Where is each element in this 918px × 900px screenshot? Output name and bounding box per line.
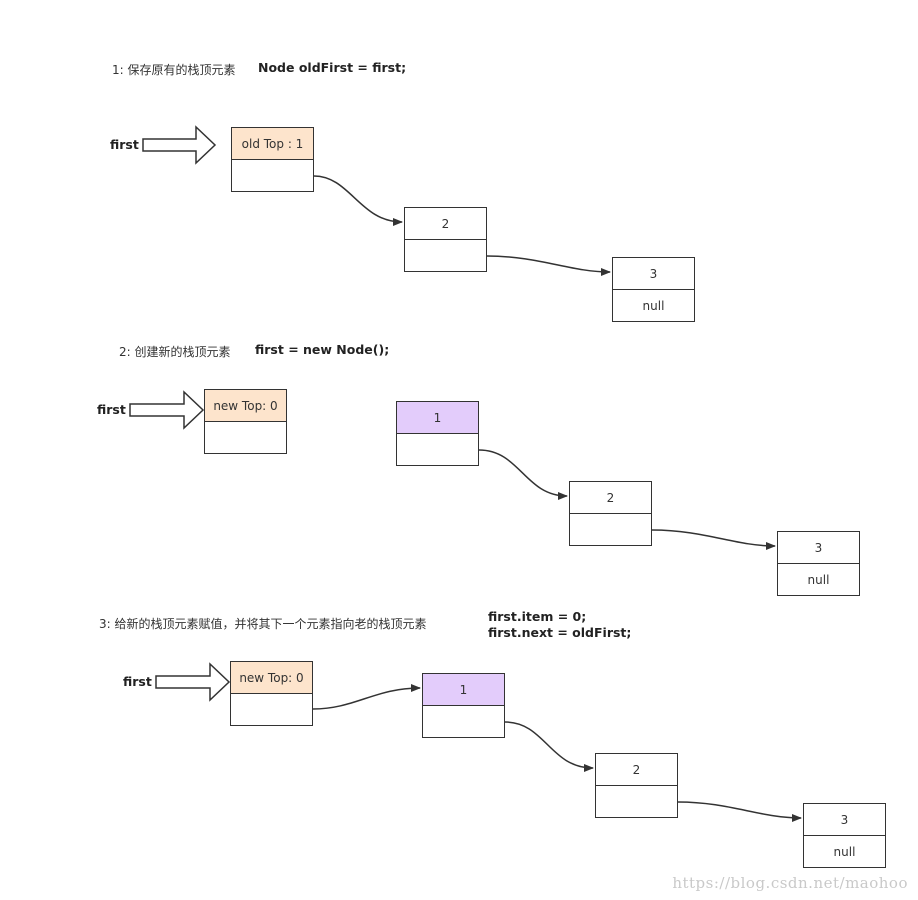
node-next [205, 422, 286, 453]
watermark: https://blog.csdn.net/maohoo [672, 874, 908, 892]
node-1: 1 [396, 401, 479, 466]
node-3: 3 null [803, 803, 886, 868]
node-value: old Top : 1 [232, 128, 313, 160]
step-1-code: Node oldFirst = first; [258, 60, 407, 75]
node-1: 1 [422, 673, 505, 738]
node-next [397, 434, 478, 465]
node-next [596, 786, 677, 817]
node-value: 3 [613, 258, 694, 290]
link-2-b [651, 529, 776, 550]
node-next [405, 240, 486, 271]
node-3: 3 null [777, 531, 860, 596]
node-2: 2 [595, 753, 678, 818]
node-value: new Top: 0 [231, 662, 312, 694]
step-2-caption: 2: 创建新的栈顶元素 [119, 345, 231, 359]
link-1-b [486, 255, 611, 276]
node-new-top: new Top: 0 [204, 389, 287, 454]
link-3-a [312, 684, 421, 710]
step-3-code-line-1: first.item = 0; [488, 609, 587, 624]
node-value: 1 [397, 402, 478, 434]
node-next [570, 514, 651, 545]
node-next: null [833, 844, 856, 859]
link-3-b [504, 721, 594, 772]
step-2-code: first = new Node(); [255, 342, 390, 357]
node-old-top: old Top : 1 [231, 127, 314, 192]
node-next: null [642, 298, 665, 313]
link-2-a [478, 449, 568, 500]
node-value: 3 [804, 804, 885, 836]
first-pointer-label-1: first [110, 137, 139, 152]
link-3-c [677, 801, 802, 822]
node-value: 2 [570, 482, 651, 514]
node-2: 2 [404, 207, 487, 272]
node-value: 1 [423, 674, 504, 706]
node-next [231, 694, 312, 725]
pointer-arrow-2 [129, 390, 205, 430]
node-value: new Top: 0 [205, 390, 286, 422]
step-3-caption: 3: 给新的栈顶元素赋值，并将其下一个元素指向老的栈顶元素 [99, 617, 427, 631]
node-value: 2 [596, 754, 677, 786]
node-value: 2 [405, 208, 486, 240]
node-next [423, 706, 504, 737]
node-2: 2 [569, 481, 652, 546]
step-1-caption: 1: 保存原有的栈顶元素 [112, 63, 236, 77]
node-next [232, 160, 313, 191]
node-3: 3 null [612, 257, 695, 322]
first-pointer-label-3: first [123, 674, 152, 689]
node-value: 3 [778, 532, 859, 564]
node-next: null [807, 572, 830, 587]
link-1-a [313, 175, 403, 226]
step-3-code-line-2: first.next = oldFirst; [488, 625, 632, 640]
pointer-arrow-1 [142, 125, 217, 165]
node-new-top: new Top: 0 [230, 661, 313, 726]
pointer-arrow-3 [155, 662, 231, 702]
first-pointer-label-2: first [97, 402, 126, 417]
